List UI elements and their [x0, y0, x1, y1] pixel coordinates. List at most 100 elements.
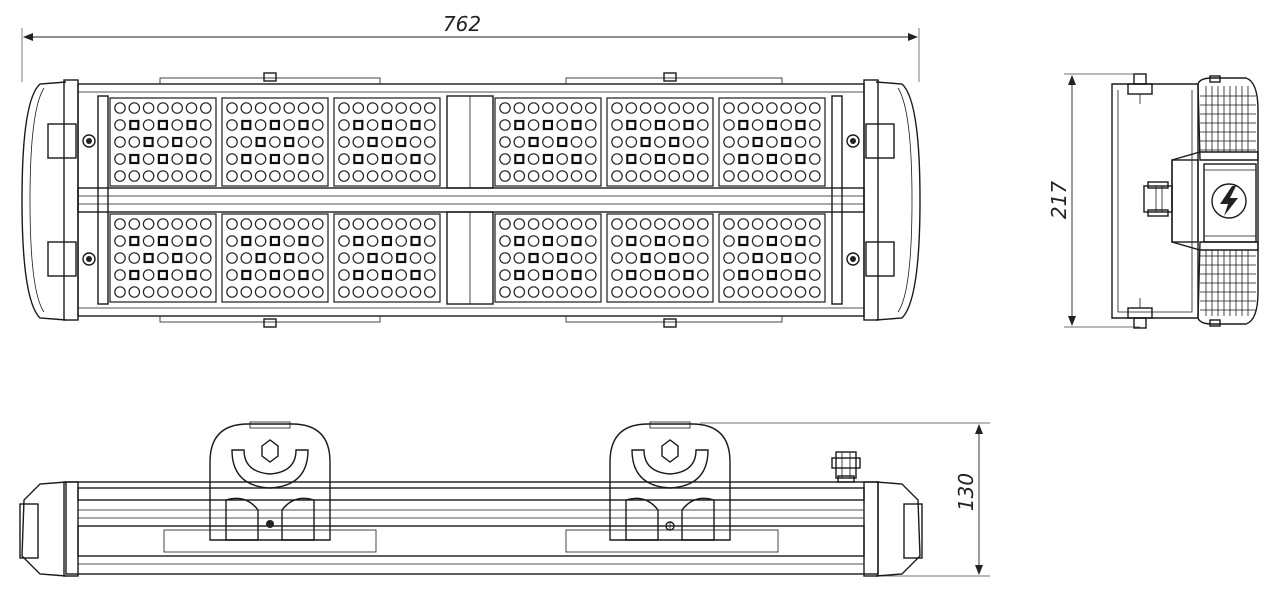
led-lens [639, 235, 652, 247]
led-lens [527, 170, 540, 182]
led-chip [353, 153, 364, 165]
led-lens [226, 153, 238, 165]
led-lens [751, 218, 764, 230]
led-lens [338, 218, 350, 230]
led-chip [528, 136, 539, 148]
led-chip [738, 235, 749, 247]
led-module [333, 97, 441, 187]
led-chip [157, 269, 168, 281]
led-lens [395, 286, 407, 298]
led-module-grid [109, 97, 826, 303]
led-lens [338, 269, 350, 281]
led-lens [226, 252, 238, 264]
led-lens [128, 136, 141, 148]
led-chip [284, 136, 295, 148]
led-lens [128, 286, 141, 298]
led-lens [499, 153, 511, 165]
led-chip [255, 136, 266, 148]
length-dimension: 762 [21, 12, 920, 82]
led-lens [423, 235, 436, 247]
led-module [333, 213, 441, 303]
led-lens [240, 102, 253, 114]
led-lens [723, 286, 735, 298]
led-lens [723, 252, 735, 264]
led-lens [185, 252, 198, 264]
led-chip [640, 136, 651, 148]
led-lens [766, 252, 778, 264]
led-module [221, 97, 329, 187]
led-chip [129, 119, 140, 131]
led-lens [283, 119, 295, 131]
led-chip [367, 136, 378, 148]
led-lens [395, 218, 407, 230]
led-lens [114, 218, 126, 230]
led-lens [639, 102, 652, 114]
led-chip [241, 269, 252, 281]
led-chip [571, 269, 582, 281]
led-lens [423, 252, 436, 264]
led-lens [611, 235, 623, 247]
led-lens [297, 136, 310, 148]
led-lens [499, 269, 511, 281]
led-chip [353, 269, 364, 281]
led-lens [366, 269, 379, 281]
led-lens [381, 252, 393, 264]
led-chip [241, 119, 252, 131]
led-lens [254, 170, 267, 182]
led-lens [527, 153, 540, 165]
led-lens [283, 102, 295, 114]
led-lens [542, 102, 554, 114]
led-chip [381, 119, 392, 131]
led-lens [352, 136, 365, 148]
led-lens [409, 102, 422, 114]
led-chip [654, 235, 666, 247]
led-lens [338, 286, 350, 298]
led-chip [353, 235, 364, 247]
led-lens [200, 269, 212, 281]
led-lens [682, 136, 695, 148]
led-lens [766, 136, 778, 148]
led-lens [114, 269, 126, 281]
led-chip [654, 153, 666, 165]
led-chip [172, 136, 183, 148]
led-lens [240, 170, 253, 182]
led-chip [781, 252, 792, 264]
led-lens [114, 136, 126, 148]
led-chip [410, 119, 421, 131]
led-lens [240, 136, 253, 148]
led-lens [513, 252, 526, 264]
led-lens [570, 170, 583, 182]
led-lens [808, 218, 821, 230]
led-lens [311, 269, 324, 281]
led-lens [157, 136, 169, 148]
heatsink-fins [1200, 86, 1256, 316]
led-lens [269, 102, 281, 114]
led-lens [128, 102, 141, 114]
led-lens [542, 286, 554, 298]
led-lens [254, 235, 267, 247]
led-lens [283, 269, 295, 281]
led-lens [696, 136, 709, 148]
led-lens [611, 153, 623, 165]
led-lens [311, 153, 324, 165]
led-lens [185, 136, 198, 148]
led-lens [570, 136, 583, 148]
led-lens [668, 170, 680, 182]
led-lens [114, 119, 126, 131]
led-lens [499, 218, 511, 230]
led-chip [241, 235, 252, 247]
led-chip [410, 235, 421, 247]
led-lens [142, 102, 155, 114]
led-lens [338, 235, 350, 247]
led-lens [654, 170, 666, 182]
led-chip [410, 153, 421, 165]
led-chip [186, 269, 197, 281]
led-chip [186, 153, 197, 165]
led-lens [794, 252, 807, 264]
led-lens [556, 218, 568, 230]
led-lens [114, 102, 126, 114]
led-lens [527, 119, 540, 131]
led-lens [352, 252, 365, 264]
led-lens [570, 252, 583, 264]
